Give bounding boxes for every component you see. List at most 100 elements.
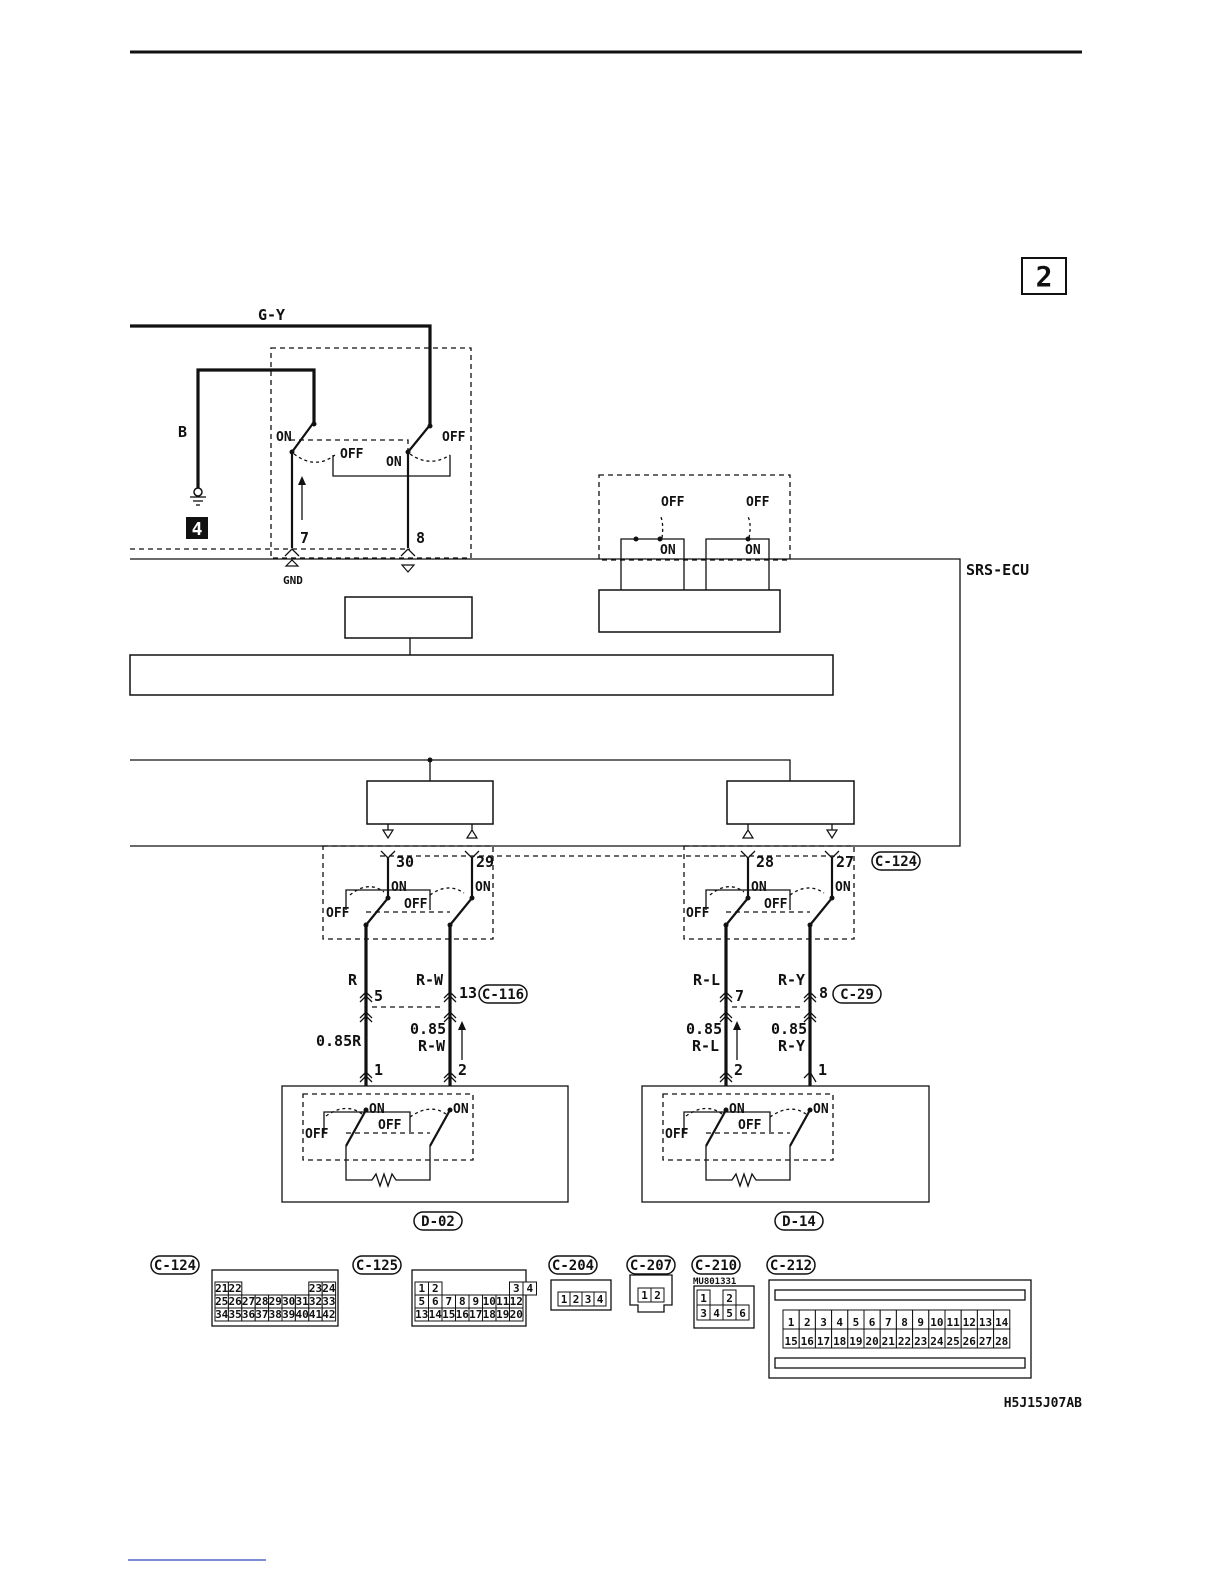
c125-pin-11-label: 11	[496, 1295, 510, 1308]
c125-pin-14-label: 14	[429, 1308, 443, 1321]
c125-pin-10-label: 10	[483, 1295, 496, 1308]
d14-badge	[774, 1211, 824, 1231]
c212-pin-24-label: 24	[930, 1335, 944, 1348]
c212-pin-14-label: 14	[995, 1316, 1009, 1329]
c125-pin-1-label: 1	[418, 1282, 425, 1295]
c212-pin-22-label: 22	[898, 1335, 911, 1348]
d02-component	[281, 1085, 569, 1203]
c125-pin-12-label: 12	[510, 1295, 523, 1308]
wire-b	[196, 368, 316, 488]
c124-badge	[871, 851, 921, 871]
cv-c210-label: C-210	[695, 1258, 737, 1274]
c124-pin-42	[321, 1307, 337, 1322]
right-lower-switch-box	[683, 845, 855, 940]
c124-pin-25-label: 25	[215, 1295, 228, 1308]
pin-29: 29	[476, 853, 494, 871]
c124-face	[211, 1269, 339, 1327]
pin-7-upper: 7	[300, 529, 309, 547]
c212-pin-18-label: 18	[833, 1335, 846, 1348]
d14-component	[641, 1085, 930, 1203]
c212-pin-10-label: 10	[930, 1316, 943, 1329]
c204-pin-3-label: 3	[585, 1293, 592, 1306]
pin-c29-7: 7	[735, 987, 744, 1005]
c212-pin-2-label: 2	[804, 1316, 811, 1329]
d14-on-1: ON	[729, 1102, 745, 1117]
ecu-block-4	[726, 780, 855, 825]
c125-pin-19-label: 19	[496, 1308, 509, 1321]
c124-pin-28-label: 28	[255, 1295, 268, 1308]
c212-pin-12-label: 12	[963, 1316, 976, 1329]
c125-pin-13-label: 13	[415, 1308, 428, 1321]
left-lower-switch-box	[322, 845, 494, 940]
c212-pin-20-label: 20	[865, 1335, 878, 1348]
upper-sw2-on: ON	[386, 455, 402, 470]
c124-pin-22-label: 22	[228, 1282, 241, 1295]
cv-c125-label: C-125	[356, 1258, 398, 1274]
int-sw2-on: ON	[745, 543, 761, 558]
pin-8-upper: 8	[416, 529, 425, 547]
label-0-85-rl: R-L	[692, 1037, 719, 1055]
c210-pin-4-label: 4	[713, 1307, 720, 1320]
c116-badge	[478, 984, 528, 1004]
upper-sw1-off: OFF	[340, 447, 364, 462]
c212-pin-8-label: 8	[901, 1316, 908, 1329]
ecu-bus-block	[129, 654, 834, 696]
srs-ecu-label: SRS-ECU	[966, 561, 1029, 579]
c210-pin-3-label: 3	[700, 1307, 707, 1320]
rl-on-1: ON	[751, 880, 767, 895]
pin-27: 27	[836, 853, 854, 871]
c212-pin-16-label: 16	[801, 1335, 815, 1348]
c212-pin-9-label: 9	[917, 1316, 924, 1329]
pin-30: 30	[396, 853, 414, 871]
label-0-85-ry: R-Y	[778, 1037, 805, 1055]
c125-face	[411, 1269, 527, 1327]
ll-off-2: OFF	[326, 906, 350, 921]
c116-label: C-116	[482, 987, 524, 1003]
upper-switch-link	[290, 439, 409, 452]
c212-pin-11-label: 11	[946, 1316, 960, 1329]
c212-pin-3-label: 3	[820, 1316, 827, 1329]
c212-pin-27-label: 27	[979, 1335, 992, 1348]
c125-pin-16-label: 16	[456, 1308, 470, 1321]
rl-on-2: ON	[835, 880, 851, 895]
c204-pin-4	[593, 1291, 607, 1307]
c125-pin-5-label: 5	[418, 1295, 425, 1308]
label-0-85-c: 0.85	[771, 1020, 807, 1038]
figure-code: H5J15J07AB	[1004, 1396, 1082, 1411]
label-0-85-b: 0.85	[686, 1020, 722, 1038]
d02-off-2: OFF	[305, 1127, 329, 1142]
pin-28: 28	[756, 853, 774, 871]
c212-face	[768, 1279, 1032, 1379]
c212-pin-13-label: 13	[979, 1316, 992, 1329]
c124-pin-27-label: 27	[242, 1295, 255, 1308]
label-0-85-a: 0.85	[410, 1020, 446, 1038]
int-sw1-off: OFF	[661, 495, 685, 510]
c204-face	[550, 1279, 612, 1311]
c207-face	[629, 1274, 673, 1313]
c124-label: C-124	[875, 854, 917, 870]
c124-pin-39-label: 39	[282, 1308, 295, 1321]
ecu-block-1	[344, 596, 473, 639]
c124-pin-36-label: 36	[242, 1308, 256, 1321]
label-0-85-rw: R-W	[418, 1037, 446, 1055]
pin-c29-8: 8	[819, 984, 828, 1002]
c125-pin-9-label: 9	[472, 1295, 479, 1308]
c210-pin-6-label: 6	[739, 1307, 746, 1320]
cv-c124-label: C-124	[154, 1258, 196, 1274]
c210-part-number: MU801331	[693, 1277, 736, 1287]
c212-pin-1-label: 1	[788, 1316, 795, 1329]
c124-pin-31-label: 31	[295, 1295, 309, 1308]
c124-pin-34-label: 34	[215, 1308, 229, 1321]
pin-c116-5: 5	[374, 987, 383, 1005]
c212-pin-23-label: 23	[914, 1335, 927, 1348]
label-0-85r: 0.85R	[316, 1032, 362, 1050]
ecu-block-3	[366, 780, 494, 825]
label-r-l: R-L	[693, 971, 720, 989]
c124-pin-32-label: 32	[309, 1295, 322, 1308]
d02-on-1: ON	[369, 1102, 385, 1117]
upper-switch-box	[270, 347, 472, 559]
c125-pin-6-label: 6	[432, 1295, 439, 1308]
c125-pin-20	[509, 1307, 524, 1322]
